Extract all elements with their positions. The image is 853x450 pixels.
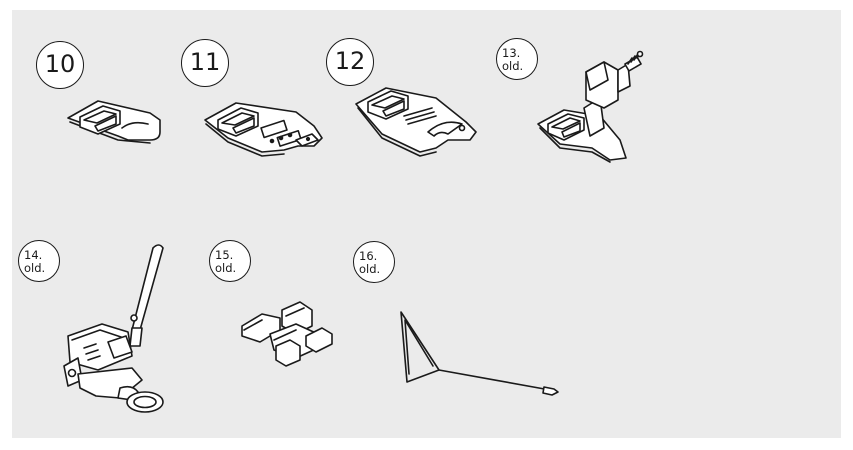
illustration-panel <box>12 10 841 438</box>
guide-wire-16-icon <box>400 311 559 396</box>
item-15-label: 15. <box>215 248 234 262</box>
item-10-label: 10 <box>44 50 76 78</box>
item-14-label: 14. <box>24 248 43 262</box>
item-10-badge: 10 <box>36 41 84 89</box>
item-16-badge: 16. old. <box>353 241 395 283</box>
item-12-badge: 12 <box>326 38 374 86</box>
item-15-caption: old. <box>215 261 237 275</box>
presser-foot-10-icon <box>67 100 161 144</box>
item-14-caption: old. <box>24 261 46 275</box>
presser-foot-13-icon <box>537 50 644 163</box>
item-16-caption: old. <box>359 262 381 276</box>
item-12-label: 12 <box>334 47 366 75</box>
item-15-badge: 15. old. <box>209 240 251 282</box>
presser-foot-15-icon <box>241 301 333 367</box>
item-11-badge: 11 <box>181 39 229 87</box>
item-16-label: 16. <box>359 249 378 263</box>
item-11-label: 11 <box>189 48 221 76</box>
item-14-badge: 14. old. <box>18 240 60 282</box>
presser-foot-14-icon <box>63 244 164 413</box>
item-13-caption: old. <box>502 59 524 73</box>
item-13-label: 13. <box>502 46 521 60</box>
item-13-badge: 13. old. <box>496 38 538 80</box>
presser-foot-12-icon <box>355 87 477 157</box>
presser-foot-11-icon <box>204 102 323 157</box>
